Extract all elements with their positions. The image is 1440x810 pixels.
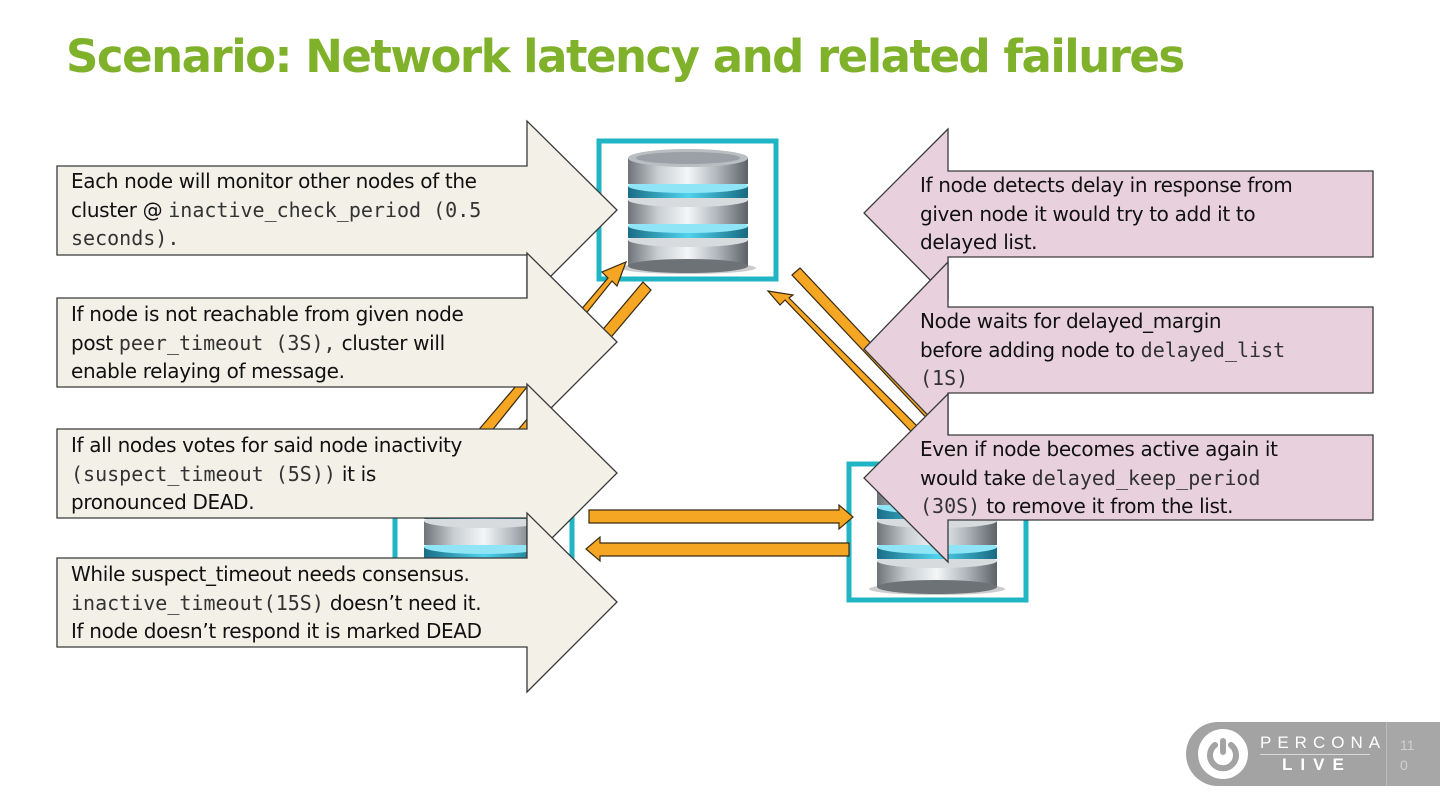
page-number: 11 0 bbox=[1400, 735, 1430, 775]
callout-text-run: While suspect_timeout needs consensus. bbox=[71, 562, 470, 586]
callout-line: (1S) bbox=[920, 364, 1285, 393]
callout-text-run: If all nodes votes for said node inactiv… bbox=[71, 433, 463, 457]
callout-line: If all nodes votes for said node inactiv… bbox=[71, 431, 462, 460]
power-icon bbox=[1198, 729, 1248, 779]
arrow-bottom-left-to-bottom-right bbox=[588, 503, 854, 531]
callout-text-run: before adding node to bbox=[920, 337, 1141, 362]
callout-line: Node waits for delayed_margin bbox=[920, 307, 1285, 336]
callout-line: If node is not reachable from given node bbox=[71, 300, 464, 329]
callout-text-run: to remove it from the list. bbox=[980, 494, 1234, 518]
logo-word-percona: PERCONA bbox=[1260, 733, 1387, 752]
database-icon bbox=[620, 149, 756, 274]
callout-line: If node detects delay in response from bbox=[920, 171, 1293, 200]
right-callout-2-shape bbox=[863, 260, 1374, 438]
callout-line: pronounced DEAD. bbox=[71, 488, 462, 517]
callout-text-run: cluster @ bbox=[71, 197, 169, 222]
left-callout-2-text: If node is not reachable from given node… bbox=[71, 300, 464, 386]
callout-line: If node doesn’t respond it is marked DEA… bbox=[71, 617, 482, 646]
callout-line: cluster @ inactive_check_period (0.5 bbox=[71, 196, 481, 225]
callout-text-run: post bbox=[71, 330, 119, 355]
callout-text-run: pronounced DEAD. bbox=[71, 490, 255, 514]
config-parameter: (1S) bbox=[920, 366, 969, 390]
config-parameter: peer_timeout (3S), bbox=[118, 330, 336, 355]
right-callout-3-shape bbox=[863, 392, 1374, 564]
callout-text-run: If node doesn’t respond it is marked DEA… bbox=[71, 619, 482, 643]
config-parameter: delayed_list bbox=[1140, 337, 1286, 362]
node-top bbox=[596, 138, 779, 282]
callout-text-run: doesn’t need it. bbox=[323, 590, 482, 615]
callout-line: Even if node becomes active again it bbox=[920, 435, 1278, 464]
callout-line: enable relaying of message. bbox=[71, 357, 463, 386]
left-callout-3-shape bbox=[56, 382, 618, 565]
right-callout-shapes bbox=[863, 127, 1374, 564]
left-callout-2-shape bbox=[56, 251, 618, 434]
callout-line: inactive_timeout(15S) doesn’t need it. bbox=[71, 589, 482, 618]
callout-line: Each node will monitor other nodes of th… bbox=[71, 167, 481, 196]
callout-text-run: Each node will monitor other nodes of th… bbox=[71, 169, 477, 193]
callout-text-run: If node detects delay in response from bbox=[920, 173, 1293, 197]
callout-line: While suspect_timeout needs consensus. bbox=[71, 560, 482, 589]
config-parameter: delayed_keep_period bbox=[1031, 465, 1261, 490]
callout-line: seconds). bbox=[71, 224, 481, 253]
config-parameter: (30S) bbox=[920, 494, 981, 518]
right-callout-1-text: If node detects delay in response from gi… bbox=[920, 171, 1293, 257]
callout-text-run: enable relaying of message. bbox=[71, 359, 345, 383]
callout-text-run: If node is not reachable from given node bbox=[71, 302, 464, 326]
callout-line: post peer_timeout (3S), cluster will bbox=[71, 329, 463, 358]
left-callout-3-text: If all nodes votes for said node inactiv… bbox=[71, 431, 462, 517]
callout-text-run: Even if node becomes active again it bbox=[920, 437, 1278, 461]
config-parameter: (suspect_timeout (5S)) bbox=[71, 461, 336, 486]
callout-text-run: given node it would try to add it to bbox=[920, 201, 1256, 226]
logo-word-live: LIVE bbox=[1282, 755, 1352, 774]
percona-live-logo: PERCONA LIVE 11 0 bbox=[1186, 722, 1440, 786]
left-callout-1-shape bbox=[56, 119, 618, 302]
callout-text-run: it is bbox=[335, 461, 376, 486]
callout-text-run: Node waits for delayed_margin bbox=[920, 309, 1222, 333]
left-callout-4-shape bbox=[56, 511, 618, 694]
callout-line: given node it would try to add it to bbox=[920, 200, 1292, 229]
callout-text-run: cluster will bbox=[335, 330, 446, 355]
page-number-line-1: 11 bbox=[1400, 737, 1415, 753]
callout-line: delayed list. bbox=[920, 228, 1292, 257]
arrow-bottom-right-to-bottom-left bbox=[585, 535, 850, 563]
page-number-tab: 11 0 bbox=[1386, 722, 1440, 786]
config-parameter: inactive_check_period (0.5 bbox=[168, 197, 482, 222]
callout-text-run: delayed list. bbox=[920, 230, 1038, 254]
callout-line: (30S) to remove it from the list. bbox=[920, 492, 1278, 521]
slide-title: Scenario: Network latency and related fa… bbox=[66, 30, 1185, 83]
callout-line: before adding node to delayed_list bbox=[920, 336, 1285, 365]
logo-divider bbox=[1260, 754, 1370, 755]
config-parameter: seconds). bbox=[71, 226, 180, 250]
left-callout-1-text: Each node will monitor other nodes of th… bbox=[71, 167, 481, 253]
callout-line: (suspect_timeout (5S)) it is bbox=[71, 460, 462, 489]
left-callout-shapes bbox=[56, 119, 618, 694]
config-parameter: inactive_timeout(15S) bbox=[71, 590, 324, 615]
right-callout-1-shape bbox=[863, 127, 1374, 300]
callout-text-run: would take bbox=[920, 465, 1032, 490]
arrow-bottom-right-to-top bbox=[766, 290, 933, 448]
left-callout-4-text: While suspect_timeout needs consensus. in… bbox=[71, 560, 482, 646]
callout-line: would take delayed_keep_period bbox=[920, 464, 1278, 493]
page-number-line-2: 0 bbox=[1400, 757, 1408, 773]
right-callout-3-text: Even if node becomes active again it woul… bbox=[920, 435, 1278, 521]
